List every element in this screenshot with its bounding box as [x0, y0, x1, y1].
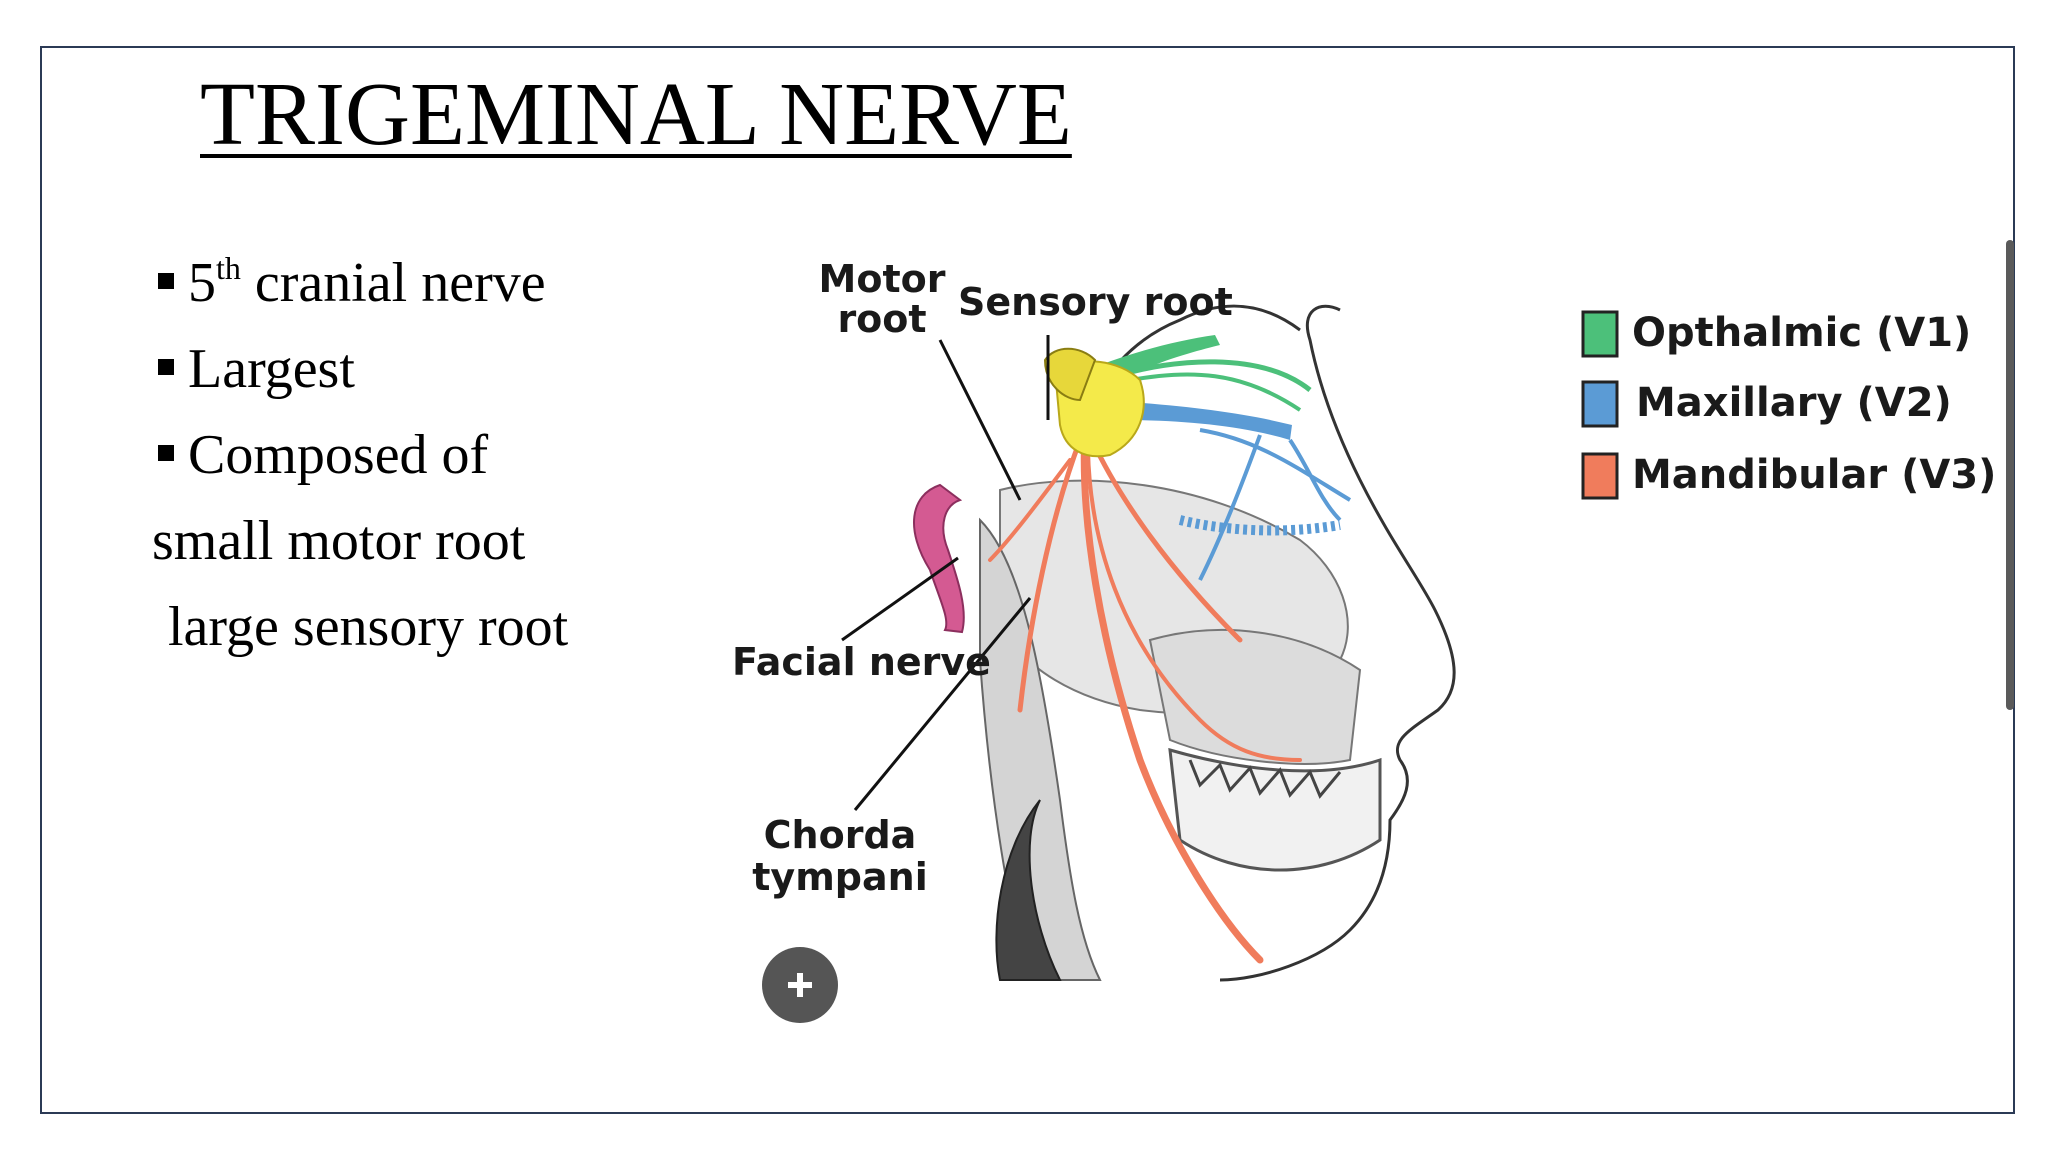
trigeminal-diagram: Motor root Sensory root Facial nerve Cho… — [732, 257, 1996, 1023]
legend-swatch-v1 — [1581, 310, 1619, 358]
facial-nerve-shape — [913, 483, 965, 634]
bullet-superscript: th — [216, 250, 241, 286]
bullet-marker-icon — [158, 445, 174, 462]
bullet-marker-icon — [158, 273, 174, 290]
bullet-item: Composed of — [150, 412, 568, 498]
bullet-item: Largest — [150, 326, 568, 412]
bullet-text: cranial nerve — [240, 252, 546, 314]
zoom-icon — [762, 947, 838, 1023]
label-facial-nerve: Facial nerve — [732, 640, 991, 684]
trigeminal-ganglion — [1043, 347, 1145, 458]
label-chorda-line2: tympani — [752, 855, 927, 899]
bullet-item: 5th cranial nerve — [150, 225, 568, 326]
legend-label-v2: Maxillary (V2) — [1636, 380, 1952, 426]
slide-title: TRIGEMINAL NERVE — [200, 65, 1072, 164]
subline: small motor root — [152, 510, 526, 572]
bullet-text: Largest — [188, 338, 355, 400]
bullet-number: 5 — [188, 252, 216, 314]
anatomy-shading — [979, 479, 1382, 981]
legend-label-v3: Mandibular (V3) — [1632, 452, 1996, 498]
legend-swatch-v2 — [1581, 380, 1619, 428]
maxillary-branch — [1100, 400, 1352, 581]
bullet-marker-icon — [158, 359, 174, 376]
label-motor-root-line2: root — [837, 297, 926, 341]
bullet-list: 5th cranial nerve Largest Composed of sm… — [150, 225, 568, 670]
mandibular-branch — [988, 426, 1302, 964]
subline: large sensory root — [168, 596, 569, 658]
legend: Opthalmic (V1) Maxillary (V2) Mandibular… — [1581, 310, 1996, 500]
bullet-text: Composed of — [188, 424, 489, 486]
leader-lines — [841, 335, 1050, 811]
legend-label-v1: Opthalmic (V1) — [1632, 310, 1971, 356]
ophthalmic-branch — [1100, 335, 1312, 412]
label-motor-root-line1: Motor — [819, 257, 946, 301]
label-sensory-root: Sensory root — [958, 280, 1233, 324]
scrollbar[interactable] — [2006, 240, 2014, 710]
label-chorda-line1: Chorda — [764, 813, 917, 857]
legend-swatch-v3 — [1581, 452, 1619, 500]
